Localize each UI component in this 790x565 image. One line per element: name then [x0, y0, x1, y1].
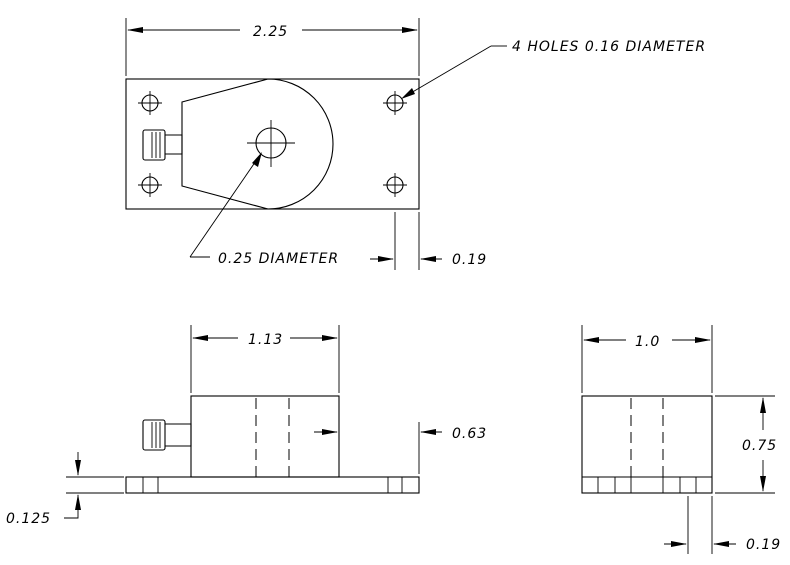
dim-label: 0.63 [452, 426, 487, 442]
dim-hole-edge-offset: 0.19 [370, 212, 487, 270]
leader-center-hole-note: 0.25 DIAMETER [189, 152, 339, 267]
dim-body-width: 1.13 [190, 325, 340, 393]
dim-label: 0.125 [6, 511, 51, 527]
center-hole-note: 0.25 DIAMETER [218, 251, 339, 267]
front-view-base [125, 476, 420, 494]
top-view-connector [142, 129, 183, 161]
dim-label: 1.13 [248, 332, 283, 348]
mounting-hole [383, 173, 407, 197]
top-view-body-outline [181, 78, 334, 210]
dim-base-thickness: 0.125 [6, 452, 124, 527]
front-view-connector [142, 419, 192, 451]
dim-overall-width: 2.25 [125, 18, 420, 76]
mounting-hole [138, 91, 162, 115]
top-view: 2.25 4 HOLES 0.16 DIAMETER 0.25 DIAMETER… [125, 18, 706, 270]
dim-connector-height: 0.63 [314, 422, 487, 474]
dim-label: 0.75 [742, 438, 777, 454]
center-hole [247, 120, 295, 167]
front-view-body [190, 395, 340, 478]
front-view: 1.13 0.63 0.125 [6, 325, 487, 527]
mounting-hole [383, 91, 407, 115]
dim-label: 0.19 [746, 537, 781, 553]
leader-holes-note: 4 HOLES 0.16 DIAMETER [401, 39, 706, 99]
dim-side-width: 1.0 [581, 325, 713, 393]
holes-note: 4 HOLES 0.16 DIAMETER [512, 39, 706, 55]
dim-label: 1.0 [635, 334, 660, 350]
dim-label: 0.19 [452, 252, 487, 268]
dim-label: 2.25 [253, 24, 288, 40]
dim-side-height: 0.75 [715, 395, 777, 494]
dim-side-hole-offset: 0.19 [664, 496, 781, 554]
top-view-base-plate [125, 78, 420, 210]
side-view-body [581, 395, 713, 494]
side-view: 1.0 0.75 0.19 [581, 325, 781, 554]
mounting-hole [138, 173, 162, 197]
